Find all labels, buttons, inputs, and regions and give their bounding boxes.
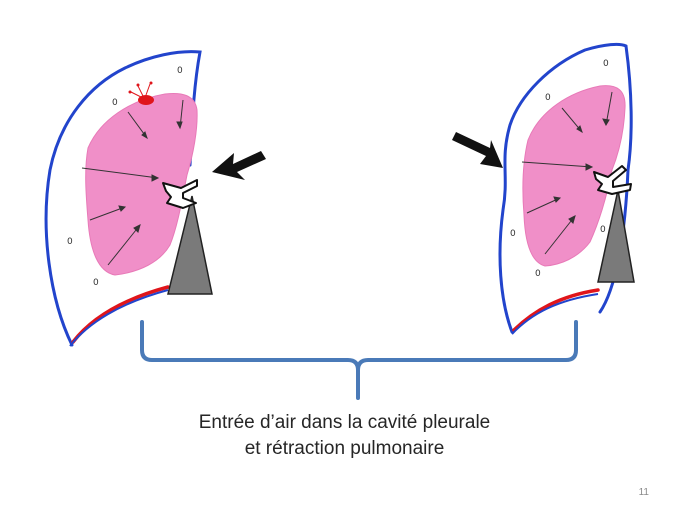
right-pleural-mark: 0 — [545, 93, 551, 103]
right-pointer-arrow-icon — [452, 132, 503, 168]
left-bronchus-icon — [162, 179, 198, 209]
left-pleural-outline — [44, 50, 202, 347]
right-diaphragm-pleura — [511, 293, 599, 335]
right-pleural-mark: 0 — [510, 229, 516, 239]
right-pleural-mark: 0 — [535, 269, 541, 279]
caption-line-2: et rétraction pulmonaire — [244, 438, 445, 459]
left-retraction-arrows — [81, 99, 184, 266]
left-pointer-arrow-icon — [212, 151, 266, 180]
right-bronchus-icon — [593, 165, 632, 195]
right-lung-shape — [522, 85, 626, 267]
right-lung-figure: 0 0 0 0 0 — [452, 42, 635, 335]
slide-number: 11 — [638, 487, 649, 498]
right-mediastinum-triangle — [597, 189, 635, 283]
right-pleural-mark: 0 — [603, 59, 609, 69]
left-diaphragm-pleura — [69, 289, 169, 347]
left-pleural-mark: 0 — [112, 98, 118, 108]
caption-line-1: Entrée d’air dans la cavité pleurale — [198, 412, 491, 433]
left-pleural-mark: 0 — [67, 237, 73, 247]
grouping-brace — [140, 320, 578, 400]
right-pleural-mark: 0 — [600, 225, 606, 235]
left-mediastinum-triangle — [167, 195, 213, 295]
left-lung-figure: 0 0 0 0 — [44, 50, 266, 347]
left-diaphragm-line — [71, 285, 170, 344]
right-diaphragm-line — [512, 288, 600, 332]
left-pleural-mark: 0 — [93, 278, 99, 288]
right-retraction-arrows — [521, 91, 613, 255]
left-pleural-mark: 0 — [177, 66, 183, 76]
left-bleb — [128, 81, 154, 105]
